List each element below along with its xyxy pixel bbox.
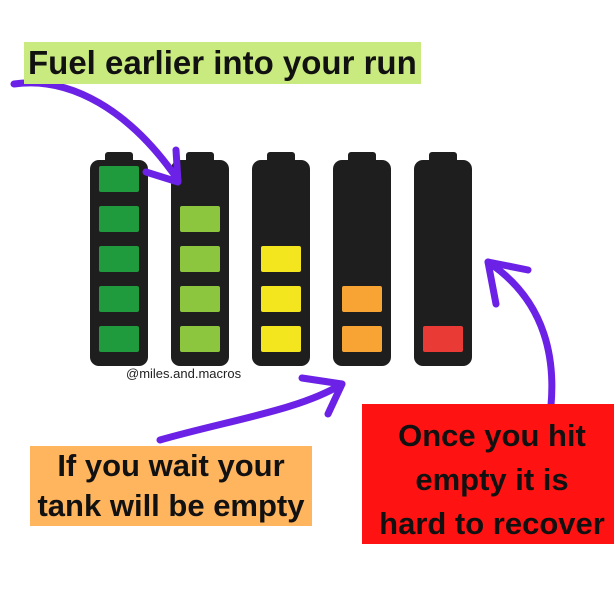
- battery-low: [333, 152, 391, 366]
- caption-recover-line-2: empty it is: [415, 462, 569, 497]
- battery-segment: [99, 286, 139, 312]
- battery-body: [333, 160, 391, 366]
- battery-segment: [99, 246, 139, 272]
- caption-recover-line-3: hard to recover: [379, 506, 605, 541]
- battery-segment: [99, 326, 139, 352]
- arrow-left: [156, 380, 346, 444]
- arrow-right: [484, 258, 556, 432]
- battery-mid: [252, 152, 310, 366]
- arrows: [10, 79, 556, 444]
- battery-segment: [99, 206, 139, 232]
- caption-wait-empty: If you wait your tank will be empty: [30, 446, 312, 526]
- battery-high: [171, 152, 229, 366]
- caption-hard-to-recover: Once you hit empty it is hard to recover: [362, 404, 614, 544]
- battery-segment: [99, 166, 139, 192]
- battery-segment: [423, 326, 463, 352]
- battery-segment: [180, 326, 220, 352]
- battery-segment: [342, 326, 382, 352]
- arrow-left-head: [298, 374, 346, 418]
- battery-segment: [180, 246, 220, 272]
- battery-row: [90, 152, 472, 366]
- caption-recover-line-1: Once you hit: [398, 418, 586, 453]
- social-handle: @miles.and.macros: [126, 366, 242, 381]
- battery-segment: [342, 286, 382, 312]
- arrow-right-head: [484, 258, 532, 308]
- arrow-top-head: [142, 146, 182, 186]
- battery-segment: [261, 326, 301, 352]
- caption-wait-line-2: tank will be empty: [37, 488, 305, 523]
- battery-body: [414, 160, 472, 366]
- battery-segment: [180, 286, 220, 312]
- battery-full: [90, 152, 148, 366]
- battery-segment: [261, 286, 301, 312]
- battery-segment: [261, 246, 301, 272]
- caption-fuel-earlier: Fuel earlier into your run: [24, 42, 421, 84]
- battery-segment: [180, 206, 220, 232]
- battery-critical: [414, 152, 472, 366]
- caption-wait-line-1: If you wait your: [57, 448, 285, 483]
